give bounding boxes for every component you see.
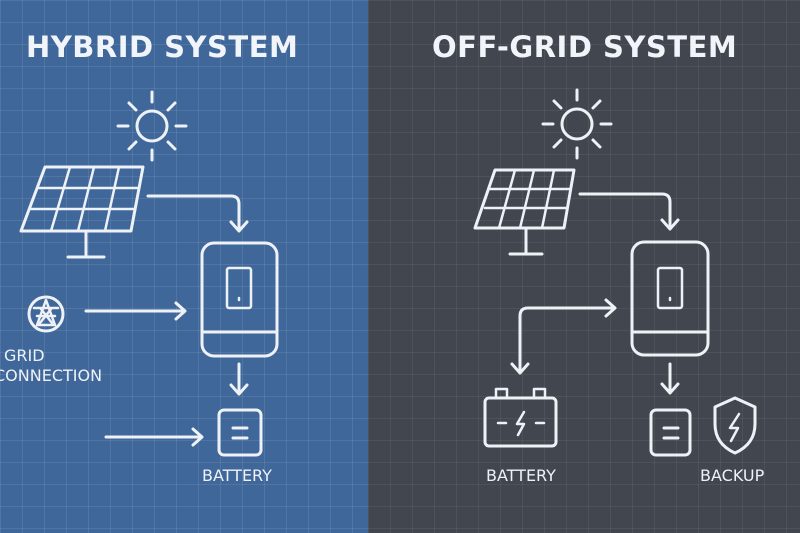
grid-connection-label-line2: CONNECTION <box>0 366 103 385</box>
offgrid-system-panel: OFF-GRID SYSTEM <box>368 0 800 533</box>
grid-connection-label-line1: GRID <box>4 346 45 365</box>
hybrid-system-title: HYBRID SYSTEM <box>26 30 299 64</box>
inverter-icon <box>630 240 710 357</box>
hybrid-system-panel: HYBRID SYSTEM <box>0 0 368 533</box>
inverter-icon <box>200 241 279 358</box>
grid-tower-icon <box>27 295 65 333</box>
arrow-icon <box>229 362 249 396</box>
shield-bolt-icon <box>713 396 757 455</box>
offgrid-system-title: OFF-GRID SYSTEM <box>432 30 738 64</box>
battery-icon <box>649 408 692 457</box>
sun-icon <box>541 88 613 160</box>
arrow-icon <box>660 362 680 395</box>
arrow-icon <box>510 298 617 375</box>
offgrid-backup-label: BACKUP <box>700 466 765 485</box>
hybrid-battery-label: BATTERY <box>202 466 272 485</box>
solar-panel-icon <box>19 165 145 259</box>
hybrid-diagram <box>19 90 279 457</box>
offgrid-battery-label: BATTERY <box>486 466 556 485</box>
offgrid-diagram <box>473 88 757 457</box>
arrow-icon <box>578 192 680 231</box>
battery-icon <box>217 408 263 457</box>
solar-panel-icon <box>473 168 576 256</box>
arrow-icon <box>84 301 187 321</box>
battery-icon <box>483 387 558 448</box>
arrow-icon <box>104 427 204 447</box>
arrow-icon <box>146 194 249 233</box>
sun-icon <box>116 90 188 162</box>
